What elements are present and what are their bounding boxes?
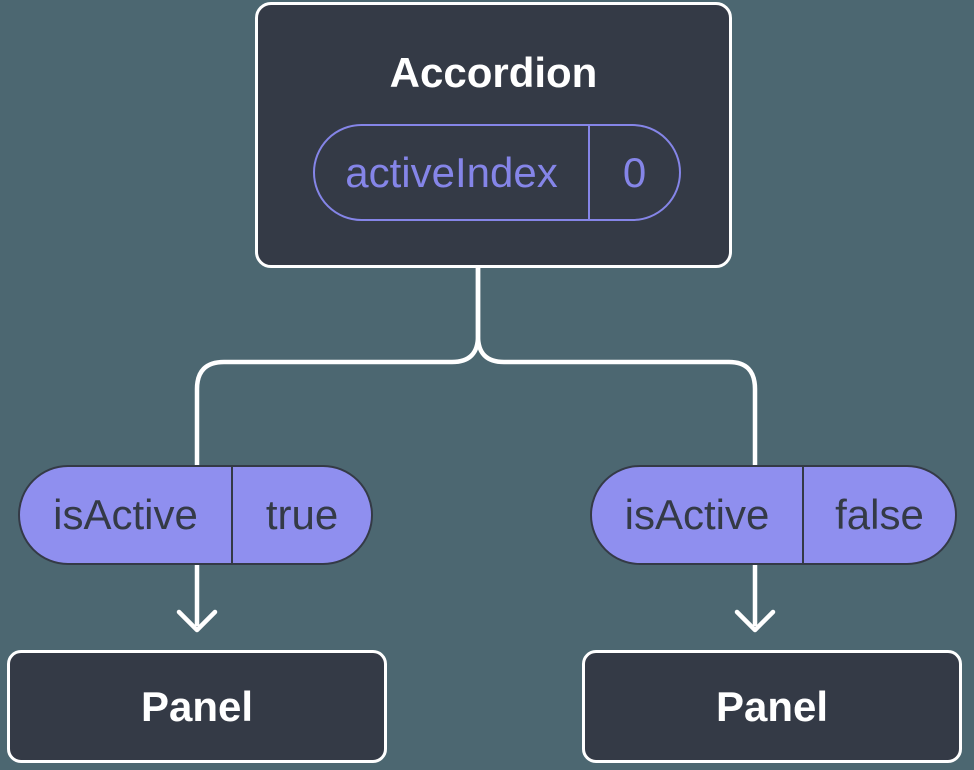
state-pill-activeindex: activeIndex 0 (313, 124, 681, 221)
state-pill-name: activeIndex (315, 126, 590, 219)
prop-pill-name: isActive (20, 467, 233, 563)
prop-pill-value: true (265, 491, 339, 538)
prop-pill-isactive-false: isActive false (590, 465, 957, 565)
panel-title: Panel (715, 682, 829, 730)
arrow-down-icon (176, 609, 218, 633)
state-pill-value: 0 (622, 148, 647, 196)
accordion-node: Accordion activeIndex 0 (255, 2, 732, 268)
prop-pill-name: isActive (592, 467, 804, 563)
panel-title: Panel (140, 682, 254, 730)
connector-right-branch (475, 267, 758, 626)
prop-pill-isactive-true: isActive true (18, 465, 373, 565)
accordion-title: Accordion (389, 49, 598, 96)
panel-node-right: Panel (582, 650, 962, 763)
arrow-down-icon (734, 609, 776, 633)
panel-node-left: Panel (7, 650, 387, 763)
prop-pill-value: false (835, 491, 924, 538)
connector-left-branch (194, 267, 481, 626)
